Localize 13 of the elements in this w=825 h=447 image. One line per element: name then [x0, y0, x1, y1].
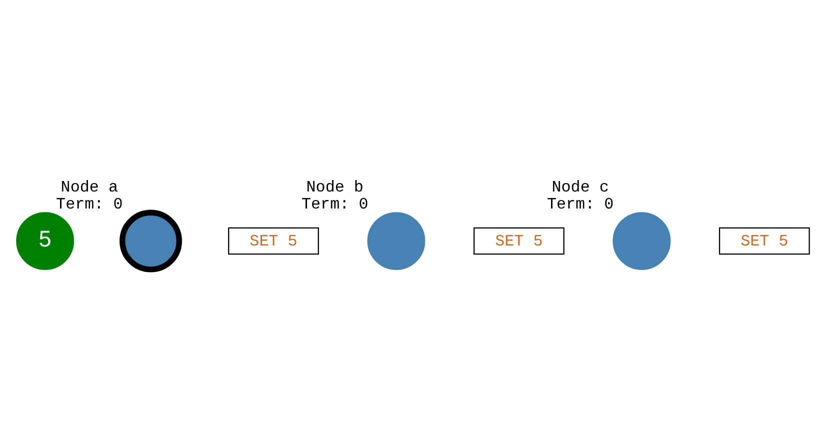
node-label: Node a [60, 178, 118, 196]
node-label: Term: 0 [300, 194, 368, 213]
node-label: Term: 0 [546, 194, 614, 213]
node-label: Term: 0 [56, 194, 122, 213]
node-box: SET 5 [718, 226, 810, 254]
node-box: SET 5 [228, 226, 318, 254]
node-label: Node c [551, 178, 608, 196]
node-box: SET 5 [473, 226, 564, 254]
node-circle [366, 212, 425, 270]
node-circle [119, 209, 182, 272]
node-circle [612, 212, 670, 270]
node-circle: 5 [16, 212, 74, 270]
node-label: Node b [306, 178, 363, 196]
